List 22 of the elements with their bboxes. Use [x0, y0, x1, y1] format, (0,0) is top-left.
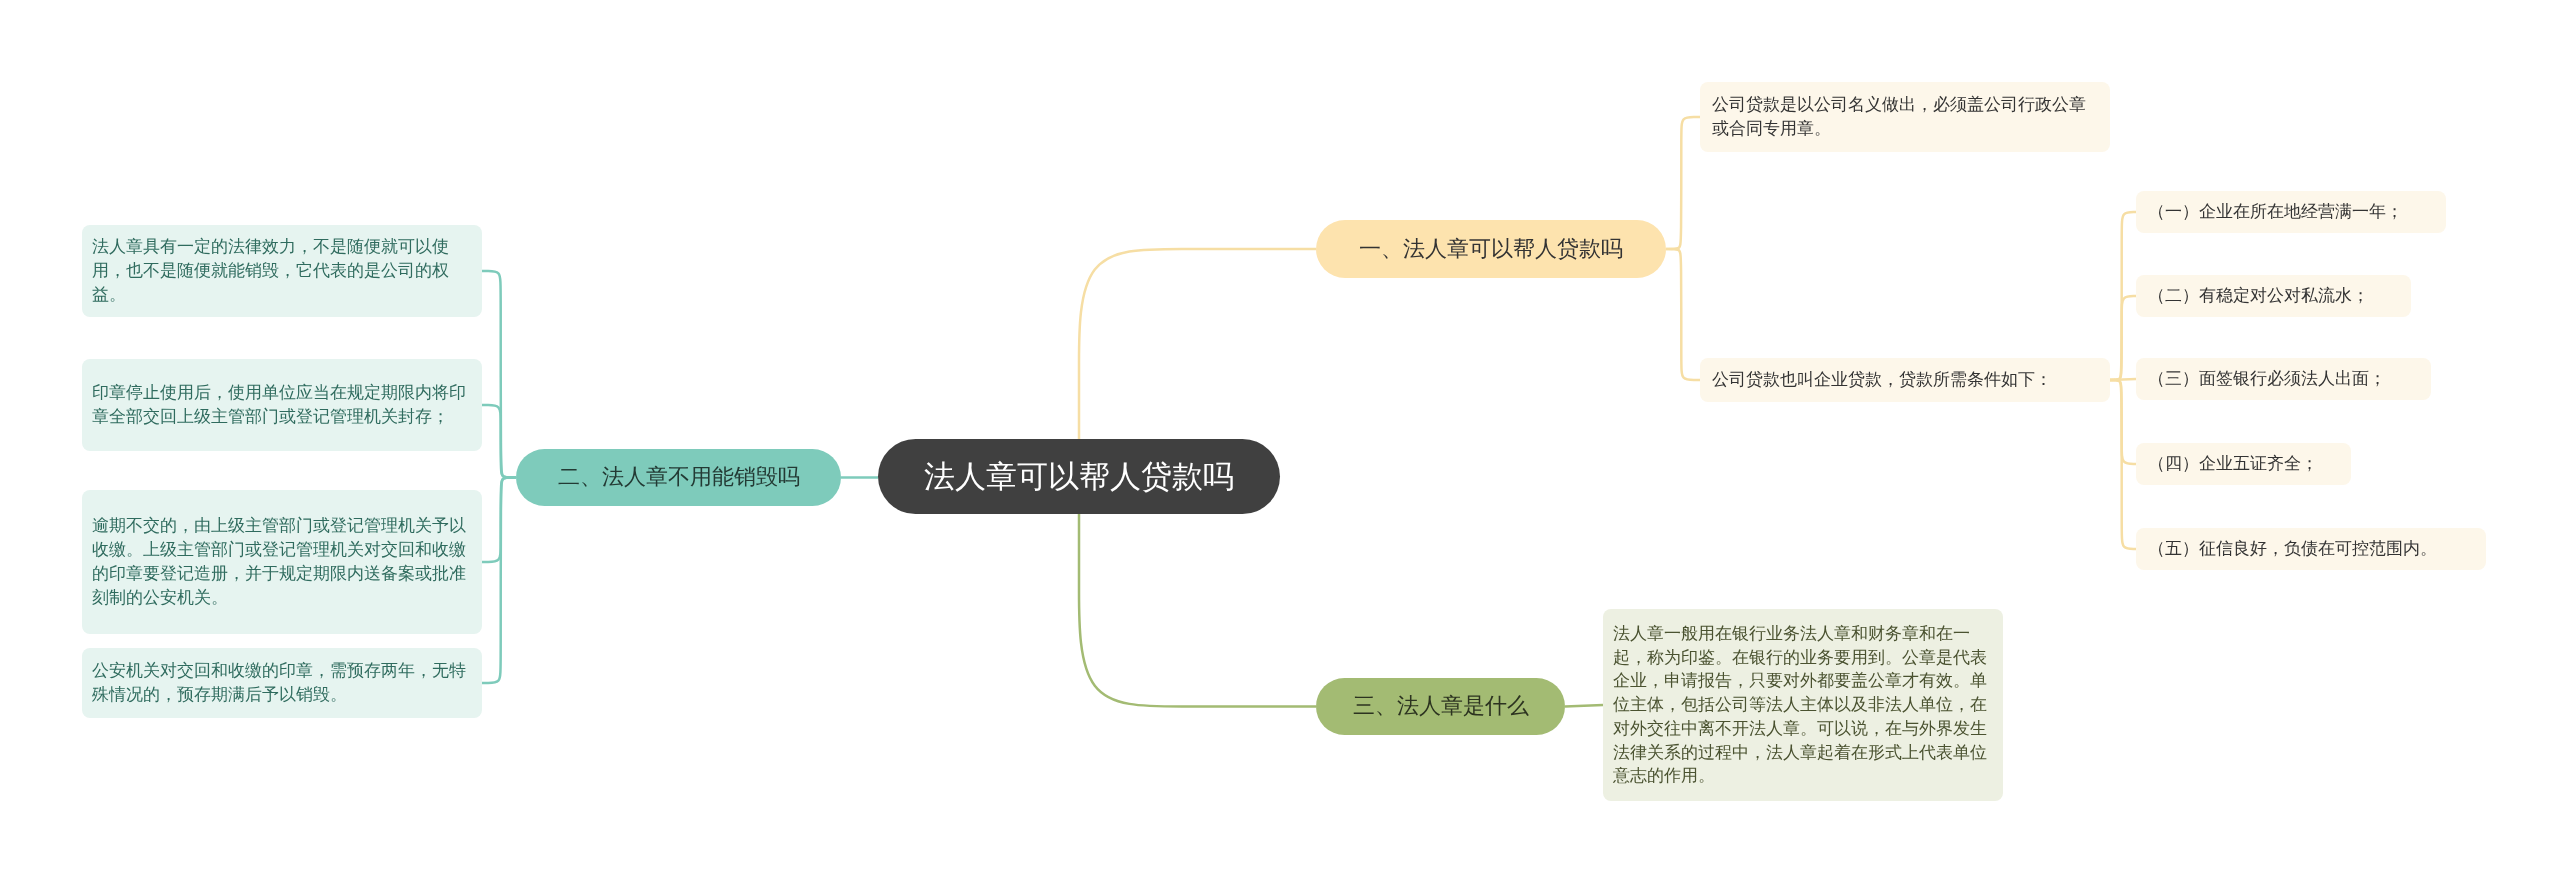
connector-line: [481, 476, 516, 685]
connector-line: [841, 476, 878, 479]
text-card: （一）企业在所在地经营满一年；: [2136, 191, 2446, 233]
text-card: 逾期不交的，由上级主管部门或登记管理机关予以收缴。上级主管部门或登记管理机关对交回和收缴的印章要登记造册，并于规定期限内送备案或批准刻制的公安机关。: [82, 490, 482, 634]
text-card: （二）有稳定对公对私流水；: [2136, 275, 2411, 317]
text-card: （五）征信良好，负债在可控范围内。: [2136, 528, 2486, 570]
text-card: 公安机关对交回和收缴的印章，需预存两年，无特殊情况的，预存期满后予以销毁。: [82, 648, 482, 718]
text-card: 印章停止使用后，使用单位应当在规定期限内将印章全部交回上级主管部门或登记管理机关封存；: [82, 359, 482, 451]
text-card: （三）面签银行必须法人出面；: [2136, 358, 2431, 400]
text-card: 法人章一般用在银行业务法人章和财务章和在一起，称为印鉴。在银行的业务要用到。公章是代表企业，申请报告，只要对外都要盖公章才有效。单位主体，包括公司等法人主体以及非法人单位，在对外交往中离不开法人章。可以说，在与外界发生法律关系的过程中，法人章起着在形式上代表单位意志的作用。: [1603, 609, 2003, 801]
branch-topic: 一、法人章可以帮人贷款吗: [1316, 220, 1666, 278]
text-card: 公司贷款也叫企业贷款，贷款所需条件如下：: [1700, 358, 2110, 402]
connector-line: [1077, 247, 1316, 439]
text-card: 法人章具有一定的法律效力，不是随便就可以使用，也不是随便就能销毁，它代表的是公司的权益。: [82, 225, 482, 317]
branch-topic: 三、法人章是什么: [1316, 678, 1565, 735]
connector-line: [1666, 247, 1701, 382]
text-card: （四）企业五证齐全；: [2136, 443, 2351, 485]
central-topic: 法人章可以帮人贷款吗: [878, 439, 1280, 514]
branch-topic: 二、法人章不用能销毁吗: [516, 449, 841, 506]
connector-line: [1077, 514, 1316, 708]
connector-line: [2110, 378, 2138, 551]
text-card: 公司贷款是以公司名义做出，必须盖公司行政公章或合同专用章。: [1700, 82, 2110, 152]
